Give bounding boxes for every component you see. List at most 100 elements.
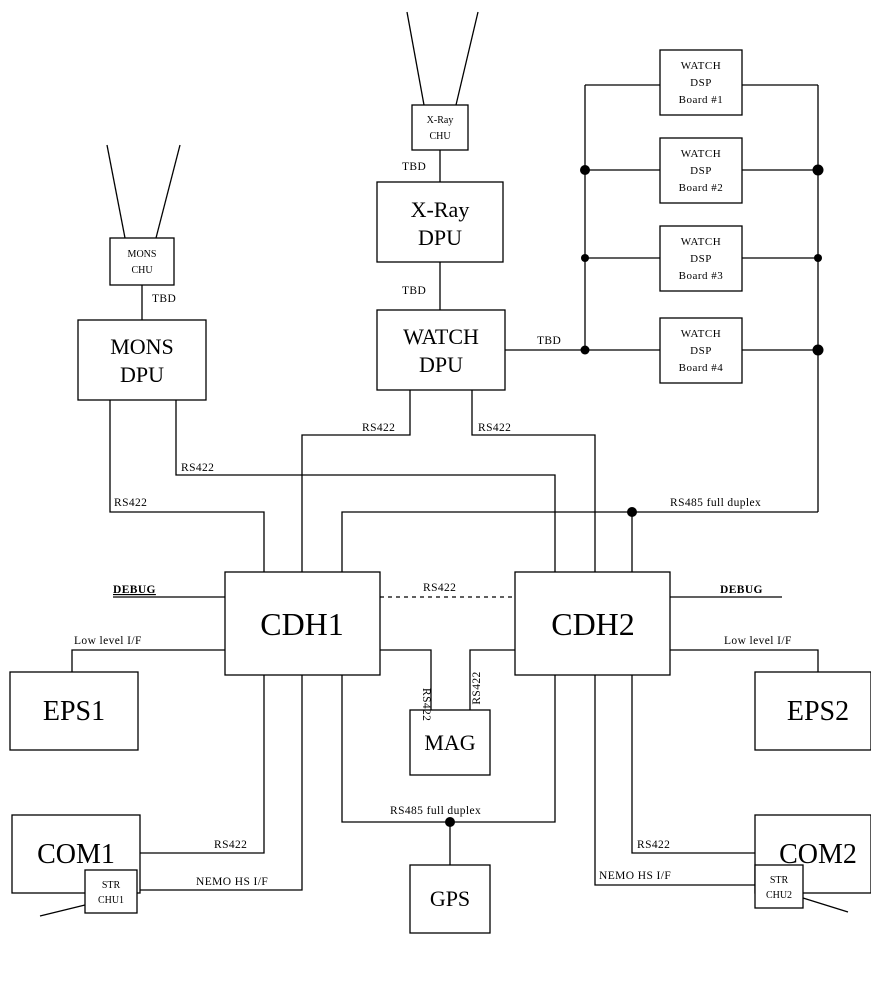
cdh2-com2-link	[631, 675, 755, 854]
dsp3-line2: DSP	[690, 253, 712, 265]
xray-dpu-block: X-Ray DPU	[376, 181, 504, 263]
rs485-top-label: RS485 full duplex	[670, 497, 761, 509]
mons-dpu-block: MONS DPU	[77, 319, 207, 401]
dsp-board-1-block: WATCH DSP Board #1	[659, 49, 743, 116]
rs422-com1-label: RS422	[214, 839, 247, 851]
dsp-board-4-block: WATCH DSP Board #4	[659, 317, 743, 384]
watch-cdh1-rs422	[301, 390, 411, 572]
watch-dpu-line1: WATCH	[403, 324, 479, 349]
mons-fov-line-left	[106, 144, 126, 239]
cdh2-mag-link	[469, 649, 515, 710]
junction-dot	[580, 345, 590, 355]
cdh1-com1-link	[140, 675, 265, 854]
xray-chu-line1: X-Ray	[427, 115, 454, 126]
rs422-cdh-link-label: RS422	[423, 582, 456, 594]
rs422-watch-right-label: RS422	[478, 422, 511, 434]
debug-left-label: DEBUG	[113, 584, 156, 596]
rs422-watch-left-label: RS422	[362, 422, 395, 434]
gps-block: GPS	[409, 864, 491, 934]
junction-dot	[812, 164, 824, 176]
cdh1-block: CDH1	[224, 571, 381, 676]
dsp2-line3: Board #2	[679, 182, 724, 194]
mag-block: MAG	[409, 709, 491, 776]
connection-labels: TBD TBD TBD TBD RS422 RS422 RS422 RS422 …	[74, 161, 792, 888]
str1-fov-bottom	[39, 904, 86, 917]
str2-fov-bottom	[802, 897, 849, 913]
tbd-xray-dpu-label: TBD	[402, 285, 426, 297]
cdh2-str2-link	[594, 675, 755, 886]
junction-dot	[627, 507, 637, 517]
rs485-bottom-label: RS485 full duplex	[390, 805, 481, 817]
rs485-top-bus	[341, 511, 818, 572]
dsp-board-3-block: WATCH DSP Board #3	[659, 225, 743, 292]
cdh1-str1-link	[138, 675, 303, 891]
rs422-mons-top-label: RS422	[181, 462, 214, 474]
xray-fov-line-left	[406, 11, 425, 106]
low-level-left-label: Low level I/F	[74, 635, 142, 647]
cdh2-label: CDH2	[551, 606, 635, 642]
mag-label: MAG	[424, 730, 475, 755]
junction-dot	[814, 254, 822, 262]
dsp3-line1: WATCH	[681, 236, 721, 248]
str-chu1-line1: STR	[102, 880, 121, 891]
dsp2-line2: DSP	[690, 165, 712, 177]
mons-dpu-line2: DPU	[120, 362, 164, 387]
low-level-right-label: Low level I/F	[724, 635, 792, 647]
debug-right-label: DEBUG	[720, 584, 763, 596]
xray-chu-block: X-Ray CHU	[411, 104, 469, 151]
xray-dpu-line2: DPU	[418, 225, 462, 250]
nemo-right-label: NEMO HS I/F	[599, 870, 671, 882]
str-chu2-block: STR CHU2	[754, 864, 804, 909]
watch-dpu-line2: DPU	[419, 352, 463, 377]
eps1-block: EPS1	[9, 671, 139, 751]
rs422-mons-left-label: RS422	[114, 497, 147, 509]
eps1-label: EPS1	[43, 696, 105, 727]
rs422-com2-label: RS422	[637, 839, 670, 851]
mons-chu-line2: CHU	[131, 265, 153, 276]
mons-fov-line-right	[155, 144, 181, 239]
com2-block: COM2	[754, 814, 871, 894]
cdh1-label: CDH1	[260, 606, 344, 642]
watch-cdh2-rs422	[471, 390, 596, 572]
mons-chu-block: MONS CHU	[109, 237, 175, 286]
str-chu2-line2: CHU2	[766, 890, 792, 901]
junction-dot	[580, 165, 590, 175]
gps-label: GPS	[430, 886, 470, 911]
mons-cdh1-rs422	[109, 400, 265, 572]
dsp4-line3: Board #4	[679, 362, 724, 374]
tbd-watch-label: TBD	[537, 335, 561, 347]
com1-label: COM1	[37, 839, 115, 870]
junction-dot	[445, 817, 455, 827]
dsp3-line3: Board #3	[679, 270, 724, 282]
rs422-mag-left-label: RS422	[420, 688, 432, 721]
cdh2-block: CDH2	[514, 571, 671, 676]
str-chu1-line2: CHU1	[98, 895, 124, 906]
dsp2-line1: WATCH	[681, 148, 721, 160]
cdh1-mag-link	[380, 649, 432, 710]
junction-dot	[581, 254, 589, 262]
junctions	[445, 164, 824, 827]
tbd-mons-label: TBD	[152, 293, 176, 305]
dsp1-line3: Board #1	[679, 94, 724, 106]
mons-cdh2-rs422	[175, 400, 556, 572]
mons-chu-line1: MONS	[128, 249, 157, 260]
str-chu1-block: STR CHU1	[84, 869, 138, 914]
tbd-xray-chu-label: TBD	[402, 161, 426, 173]
dsp1-line1: WATCH	[681, 60, 721, 72]
cdh1-eps1-link	[71, 649, 225, 672]
xray-dpu-line1: X-Ray	[411, 197, 470, 222]
dsp-board-2-block: WATCH DSP Board #2	[659, 137, 743, 204]
mons-dpu-line1: MONS	[110, 334, 174, 359]
dsp1-line2: DSP	[690, 77, 712, 89]
eps2-block: EPS2	[754, 671, 871, 751]
nemo-left-label: NEMO HS I/F	[196, 876, 268, 888]
dsp4-line2: DSP	[690, 345, 712, 357]
watch-dpu-block: WATCH DPU	[376, 309, 506, 391]
xray-fov-line-right	[455, 11, 479, 106]
xray-chu-line2: CHU	[429, 131, 451, 142]
cdh2-eps2-link	[670, 649, 819, 672]
eps2-label: EPS2	[787, 696, 849, 727]
rs422-mag-right-label: RS422	[471, 671, 483, 704]
